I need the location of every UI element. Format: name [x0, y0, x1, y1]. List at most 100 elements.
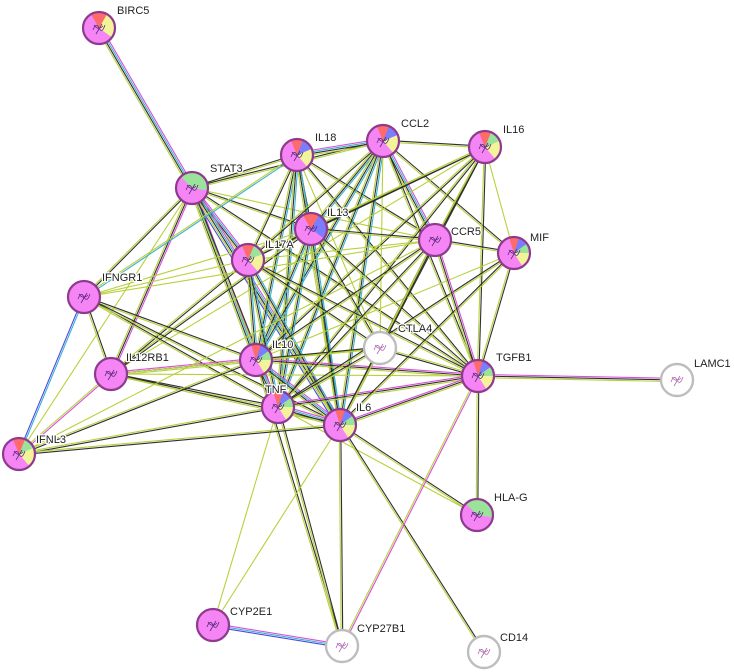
edge-evidence-line	[111, 372, 341, 425]
edge-evidence-line	[477, 376, 480, 516]
node-il18[interactable]: IL18	[279, 131, 338, 173]
node-birc5[interactable]: BIRC5	[81, 4, 151, 46]
node-ifnl3[interactable]: IFNL3	[1, 433, 67, 472]
edge-IL6-MIF[interactable]	[339, 252, 515, 426]
edge-IL10-MIF[interactable]	[255, 252, 515, 361]
edge-evidence-line	[475, 375, 478, 515]
edge-IL6-HLA-G[interactable]	[339, 423, 478, 517]
edge-IL10-IFNL3[interactable]	[18, 358, 257, 456]
edge-evidence-line	[248, 258, 342, 425]
node-lamc1[interactable]: LAMC1	[659, 357, 732, 398]
edge-IFNGR1-IL10[interactable]	[83, 295, 257, 362]
node-stat3[interactable]: STAT3	[174, 162, 244, 206]
edge-TGFB1-HLA-G[interactable]	[475, 375, 480, 516]
node-tgfb1[interactable]: TGFB1	[460, 351, 533, 394]
edge-IL17A-IFNGR1[interactable]	[83, 259, 249, 298]
node-tnf[interactable]: TNF	[260, 383, 296, 425]
edge-IL6-TGFB1[interactable]	[339, 373, 479, 428]
edge-IL10-CTLA4[interactable]	[255, 346, 381, 362]
edge-IFNGR1-IFNL3[interactable]	[17, 296, 86, 455]
protein-structure-icon	[478, 142, 492, 154]
edge-IL16-TGFB1[interactable]	[476, 146, 487, 377]
edge-IL6-CD14[interactable]	[338, 424, 486, 653]
edge-IL17A-TNF[interactable]	[245, 259, 281, 408]
edge-IL16-MIF[interactable]	[484, 146, 515, 254]
edge-IL13-IL12RB1[interactable]	[110, 227, 312, 376]
edge-IL6-CYP2E1[interactable]	[212, 424, 341, 626]
edge-CCL2-IL6[interactable]	[337, 140, 386, 426]
node-il17a[interactable]: IL17A	[230, 238, 296, 278]
edge-TNF-TGFB1[interactable]	[277, 373, 479, 410]
edge-TNF-HLA-G[interactable]	[277, 406, 478, 516]
node-hla-g[interactable]: HLA-G	[459, 491, 529, 533]
edge-IL13-CCR5[interactable]	[310, 227, 436, 242]
edge-IFNL3-CCR5[interactable]	[18, 239, 436, 455]
edge-STAT3-TGFB1[interactable]	[191, 186, 479, 378]
edge-evidence-line	[84, 155, 298, 299]
edge-MIF-TGFB1[interactable]	[476, 252, 516, 377]
edge-TNF-MIF[interactable]	[277, 251, 515, 409]
edge-layer	[17, 26, 678, 653]
edge-TNF-CTLA4[interactable]	[277, 346, 381, 409]
node-il12rb1[interactable]: IL12RB1	[93, 351, 170, 392]
edge-IL17A-CTLA4[interactable]	[247, 258, 381, 350]
edge-BIRC5-STAT3[interactable]	[96, 26, 195, 190]
edge-STAT3-IFNL3[interactable]	[18, 187, 193, 455]
node-label: CTLA4	[398, 323, 432, 335]
edge-IL12RB1-IL6[interactable]	[110, 372, 341, 427]
edge-IL17A-CCR5[interactable]	[247, 239, 436, 261]
edge-evidence-line	[277, 228, 312, 408]
edge-evidence-line	[96, 28, 191, 190]
protein-structure-icon	[241, 255, 255, 267]
edge-TNF-IFNL3[interactable]	[18, 405, 279, 456]
edge-IL16-CCR5[interactable]	[433, 146, 487, 241]
edge-TNF-CYP27B1[interactable]	[276, 406, 344, 647]
node-cyp27b1[interactable]: CYP27B1	[324, 622, 407, 664]
node-mif[interactable]: MIF	[496, 231, 550, 271]
edge-IL6-CYP27B1[interactable]	[338, 424, 344, 647]
edge-IL10-CCR5[interactable]	[255, 238, 436, 362]
node-il16[interactable]: IL16	[467, 123, 526, 165]
edge-IL13-IL6[interactable]	[308, 228, 343, 426]
edge-STAT3-IFNGR1[interactable]	[83, 187, 193, 298]
edge-CCL2-MIF[interactable]	[382, 139, 515, 255]
edge-IL10-TGFB1[interactable]	[255, 357, 479, 379]
edge-IL18-IFNGR1[interactable]	[83, 153, 298, 299]
node-cyp2e1[interactable]: CYP2E1	[195, 605, 273, 643]
edge-IL13-IFNGR1[interactable]	[83, 228, 312, 298]
edge-evidence-line	[277, 373, 478, 406]
edge-TNF-CCR5[interactable]	[277, 239, 436, 408]
edge-IL18-CCR5[interactable]	[296, 153, 436, 242]
edge-IL16-IL13[interactable]	[310, 145, 486, 231]
edge-CCR5-TGFB1[interactable]	[432, 239, 481, 377]
node-ring	[81, 10, 117, 46]
edge-IL17A-IL12RB1[interactable]	[110, 258, 249, 376]
edge-TGFB1-LAMC1[interactable]	[477, 373, 678, 383]
edge-CYP2E1-CYP27B1[interactable]	[212, 622, 343, 649]
edge-evidence-line	[247, 260, 380, 350]
node-ifngr1[interactable]: IFNGR1	[66, 271, 144, 315]
node-label: IL12RB1	[126, 352, 169, 364]
node-ccr5[interactable]: CCR5	[417, 222, 482, 258]
edge-evidence-line	[275, 154, 296, 407]
edge-TNF-CYP2E1[interactable]	[212, 406, 279, 626]
edge-CCR5-CTLA4[interactable]	[378, 239, 437, 349]
edge-TGFB1-CYP27B1[interactable]	[340, 375, 480, 647]
edge-IL18-IL17A[interactable]	[246, 154, 299, 261]
edge-evidence-line	[110, 227, 311, 374]
node-il6[interactable]: IL6	[322, 401, 373, 443]
node-ctla4[interactable]: CTLA4	[362, 322, 434, 366]
node-label: IL18	[315, 132, 336, 144]
edge-IL13-CTLA4[interactable]	[309, 228, 382, 349]
edge-CCL2-TGFB1[interactable]	[381, 140, 480, 377]
node-il13[interactable]: IL13	[293, 206, 350, 247]
edge-CCL2-IL10[interactable]	[254, 139, 385, 362]
node-ring	[260, 389, 296, 425]
edge-IL12RB1-TGFB1[interactable]	[110, 373, 479, 377]
edge-IL12RB1-IFNL3[interactable]	[18, 372, 112, 456]
node-il10[interactable]: IL10	[238, 338, 295, 378]
node-ccl2[interactable]: CCL2	[365, 117, 430, 159]
edge-IL6-IFNL3[interactable]	[18, 423, 341, 456]
edge-evidence-line	[256, 229, 313, 361]
node-cd14[interactable]: CD14	[466, 631, 529, 670]
